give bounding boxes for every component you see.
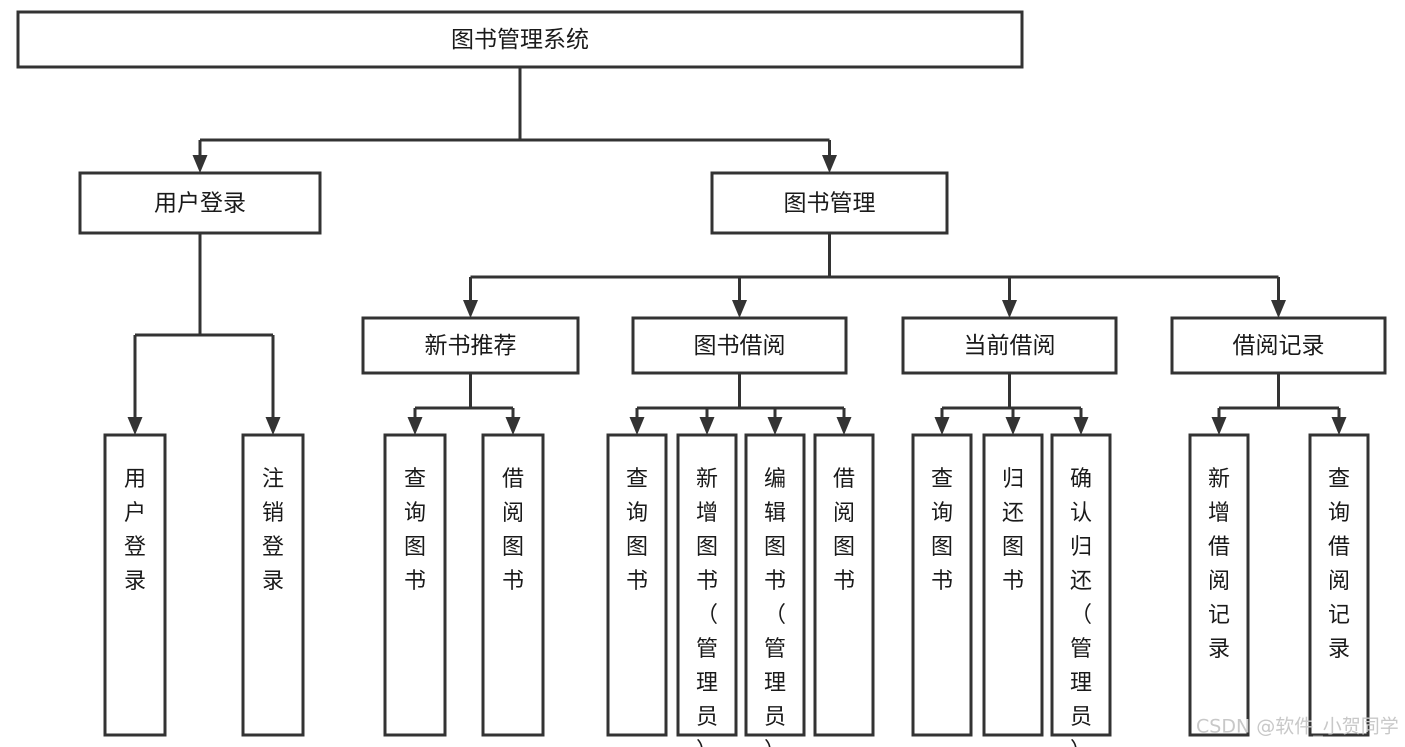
node-box-leaf-add-book[interactable] (676, 433, 738, 737)
node-box-leaf-logout-login[interactable] (241, 433, 305, 737)
node-label-new-book-recommend: 新书推荐 (425, 333, 517, 359)
arrow-head-icon (463, 300, 478, 318)
node-box-book-borrow[interactable] (631, 316, 848, 375)
arrow-head-icon (1005, 417, 1021, 435)
node-leaf-add-borrow-record[interactable]: 新增借阅记录 (1188, 433, 1250, 737)
node-box-leaf-return-book[interactable] (982, 433, 1044, 737)
node-label-leaf-edit-book: 编辑图书（管理员） (764, 467, 786, 747)
node-book-manage[interactable]: 图书管理 (710, 171, 949, 235)
node-leaf-query-book-borrow[interactable]: 查询图书 (606, 433, 668, 737)
arrow-head-icon (1073, 417, 1089, 435)
node-box-leaf-edit-book[interactable] (744, 433, 806, 737)
node-current-borrow[interactable]: 当前借阅 (901, 316, 1118, 375)
connectors-layer (127, 67, 1347, 435)
edge-root-to-level1 (192, 67, 837, 173)
node-box-root[interactable] (16, 10, 1024, 69)
node-book-borrow[interactable]: 图书借阅 (631, 316, 848, 375)
edge-book-borrow-to-leaves (629, 373, 852, 435)
node-label-leaf-confirm-return: 确认归还（管理员） (1070, 467, 1092, 747)
node-box-new-book-recommend[interactable] (361, 316, 580, 375)
node-box-leaf-query-book-current[interactable] (911, 433, 973, 737)
arrow-head-icon (822, 155, 837, 173)
node-label-user-login: 用户登录 (154, 191, 246, 217)
node-leaf-query-borrow-record[interactable]: 查询借阅记录 (1308, 433, 1370, 737)
node-leaf-edit-book[interactable]: 编辑图书（管理员） (744, 433, 806, 747)
node-label-leaf-logout-login: 注销登录 (262, 467, 284, 594)
node-box-leaf-add-borrow-record[interactable] (1188, 433, 1250, 737)
node-label-leaf-query-borrow-record: 查询借阅记录 (1328, 467, 1350, 662)
node-root[interactable]: 图书管理系统 (16, 10, 1024, 69)
arrow-head-icon (629, 417, 645, 435)
node-label-leaf-add-book: 新增图书（管理员） (696, 467, 718, 747)
arrow-head-icon (836, 417, 852, 435)
node-box-leaf-query-borrow-record[interactable] (1308, 433, 1370, 737)
node-leaf-borrow-book-new[interactable]: 借阅图书 (481, 433, 545, 737)
arrow-head-icon (505, 417, 521, 435)
node-leaf-logout-login[interactable]: 注销登录 (241, 433, 305, 737)
edge-user-login-to-leaves (127, 233, 281, 435)
arrow-head-icon (934, 417, 950, 435)
node-leaf-borrow-book[interactable]: 借阅图书 (813, 433, 875, 737)
node-new-book-recommend[interactable]: 新书推荐 (361, 316, 580, 375)
arrow-head-icon (699, 417, 715, 435)
node-box-leaf-confirm-return[interactable] (1050, 433, 1112, 737)
arrow-head-icon (407, 417, 423, 435)
edge-borrow-record-to-leaves (1211, 373, 1347, 435)
node-user-login[interactable]: 用户登录 (78, 171, 322, 235)
arrow-head-icon (1002, 300, 1017, 318)
node-label-leaf-borrow-book: 借阅图书 (833, 467, 855, 594)
node-label-leaf-query-book-current: 查询图书 (931, 467, 953, 594)
node-box-leaf-query-book-borrow[interactable] (606, 433, 668, 737)
node-label-leaf-return-book: 归还图书 (1002, 467, 1024, 594)
node-label-book-manage: 图书管理 (784, 191, 876, 217)
arrow-head-icon (1331, 417, 1347, 435)
node-label-leaf-query-book-borrow: 查询图书 (626, 467, 648, 594)
node-leaf-query-book-new[interactable]: 查询图书 (383, 433, 447, 737)
node-label-root: 图书管理系统 (451, 27, 589, 53)
node-leaf-user-login[interactable]: 用户登录 (103, 433, 167, 737)
node-leaf-return-book[interactable]: 归还图书 (982, 433, 1044, 737)
node-box-leaf-user-login[interactable] (103, 433, 167, 737)
edge-book-manage-to-level2 (463, 233, 1286, 318)
arrow-head-icon (732, 300, 747, 318)
node-label-current-borrow: 当前借阅 (964, 333, 1056, 359)
node-leaf-add-book[interactable]: 新增图书（管理员） (676, 433, 738, 747)
node-box-leaf-borrow-book-new[interactable] (481, 433, 545, 737)
node-label-book-borrow: 图书借阅 (694, 333, 786, 359)
node-borrow-record[interactable]: 借阅记录 (1170, 316, 1387, 375)
arrow-head-icon (265, 417, 281, 435)
node-box-user-login[interactable] (78, 171, 322, 235)
arrow-head-icon (127, 417, 143, 435)
arrow-head-icon (1271, 300, 1286, 318)
node-label-leaf-borrow-book-new: 借阅图书 (502, 467, 524, 594)
arrow-head-icon (1211, 417, 1227, 435)
node-box-current-borrow[interactable] (901, 316, 1118, 375)
edge-new-book-to-leaves (407, 373, 521, 435)
node-box-leaf-query-book-new[interactable] (383, 433, 447, 737)
node-label-leaf-add-borrow-record: 新增借阅记录 (1208, 467, 1230, 662)
node-box-leaf-borrow-book[interactable] (813, 433, 875, 737)
node-leaf-confirm-return[interactable]: 确认归还（管理员） (1050, 433, 1112, 747)
node-leaf-query-book-current[interactable]: 查询图书 (911, 433, 973, 737)
node-label-borrow-record: 借阅记录 (1233, 333, 1325, 359)
node-box-borrow-record[interactable] (1170, 316, 1387, 375)
arrow-head-icon (192, 155, 208, 173)
arrow-head-icon (767, 417, 783, 435)
node-box-book-manage[interactable] (710, 171, 949, 235)
edge-current-borrow-to-leaves (934, 373, 1089, 435)
csdn-watermark: CSDN @软件_小贺同学 (1196, 716, 1399, 738)
node-label-leaf-query-book-new: 查询图书 (404, 467, 426, 594)
nodes-layer: 图书管理系统用户登录图书管理新书推荐图书借阅当前借阅借阅记录用户登录注销登录查询… (16, 10, 1387, 747)
node-label-leaf-user-login: 用户登录 (124, 467, 146, 594)
